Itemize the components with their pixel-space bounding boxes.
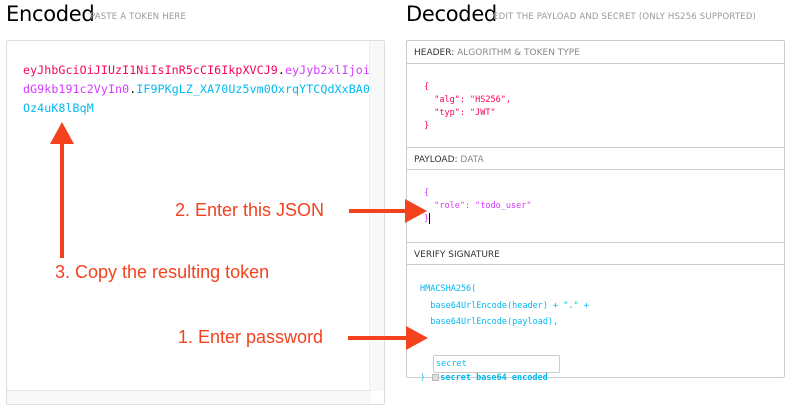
code-line: { <box>424 188 430 198</box>
horizontal-scrollbar[interactable] <box>7 390 371 404</box>
encoded-token[interactable]: eyJhbGciOiJIUzI1NiIsInR5cCI6IkpXVCJ9.eyJ… <box>23 61 373 118</box>
arrow-right-icon <box>405 199 427 223</box>
text-cursor <box>429 213 431 224</box>
annotation-arrow-shaft <box>60 140 64 258</box>
base64-checkbox[interactable] <box>432 374 440 381</box>
code-line: base64UrlEncode(payload), <box>420 317 559 327</box>
code-line: "role": "todo_user" <box>424 201 532 211</box>
payload-section-label: PAYLOAD: DATA <box>407 147 784 170</box>
token-header: eyJhbGciOiJIUzI1NiIsInR5cCI6IkpXVCJ9 <box>23 63 278 77</box>
annotation-arrow-shaft <box>348 336 410 340</box>
header-label: HEADER: <box>414 48 455 58</box>
arrow-up-icon <box>50 122 74 144</box>
decoded-title: Decoded <box>406 2 497 26</box>
code-line: { <box>424 82 430 92</box>
annotation-step2: 2. Enter this JSON <box>175 200 325 220</box>
code-line: "typ": "JWT" <box>424 108 496 118</box>
code-line: } <box>424 121 430 131</box>
header-sublabel: ALGORITHM & TOKEN TYPE <box>457 48 580 58</box>
payload-json-editor[interactable]: { "role": "todo_user"} <box>424 187 531 226</box>
header-json-editor[interactable]: { "alg": "HS256", "typ": "JWT"} <box>424 81 511 133</box>
close-paren: ) <box>420 373 426 383</box>
payload-label: PAYLOAD: <box>414 155 458 165</box>
token-signature: IF9PKgLZ_XA70Uz5vm0OxrqYTCQdXxBA0Oz4uK8l… <box>23 82 370 115</box>
encoded-title: Encoded <box>6 2 95 26</box>
signature-section-label: VERIFY SIGNATURE <box>407 242 784 265</box>
code-line: HMACSHA256( <box>420 284 477 294</box>
annotation-step1: 1. Enter password <box>178 327 324 347</box>
payload-sublabel: DATA <box>460 155 484 165</box>
vertical-scrollbar[interactable] <box>369 41 384 391</box>
annotation-arrow-shaft <box>349 209 409 213</box>
encoded-subtitle: PASTE A TOKEN HERE <box>90 12 187 22</box>
token-payload: eyJyb2xlIjoidG9kb191c2VyIn0 <box>23 63 370 96</box>
decoded-subtitle: EDIT THE PAYLOAD AND SECRET (ONLY HS256 … <box>493 12 757 22</box>
decoded-panel: HEADER: ALGORITHM & TOKEN TYPE { "alg": … <box>406 40 785 383</box>
encoded-token-editor[interactable]: eyJhbGciOiJIUzI1NiIsInR5cCI6IkpXVCJ9.eyJ… <box>6 40 385 405</box>
code-line: "alg": "HS256", <box>424 95 511 105</box>
header-section-label: HEADER: ALGORITHM & TOKEN TYPE <box>407 41 784 64</box>
arrow-right-icon <box>406 326 428 350</box>
token-dot: . <box>277 63 285 77</box>
signature-body: HMACSHA256( base64UrlEncode(header) + ".… <box>407 266 784 383</box>
signature-label: VERIFY SIGNATURE <box>414 250 500 260</box>
secret-input[interactable] <box>433 355 560 373</box>
code-line: base64UrlEncode(header) + "." + <box>420 300 589 311</box>
checkbox-label[interactable]: secret base64 encoded <box>440 373 548 383</box>
token-dot: . <box>129 82 137 96</box>
code-line: } <box>424 214 430 224</box>
annotation-step3: 3. Copy the resulting token <box>55 262 270 282</box>
